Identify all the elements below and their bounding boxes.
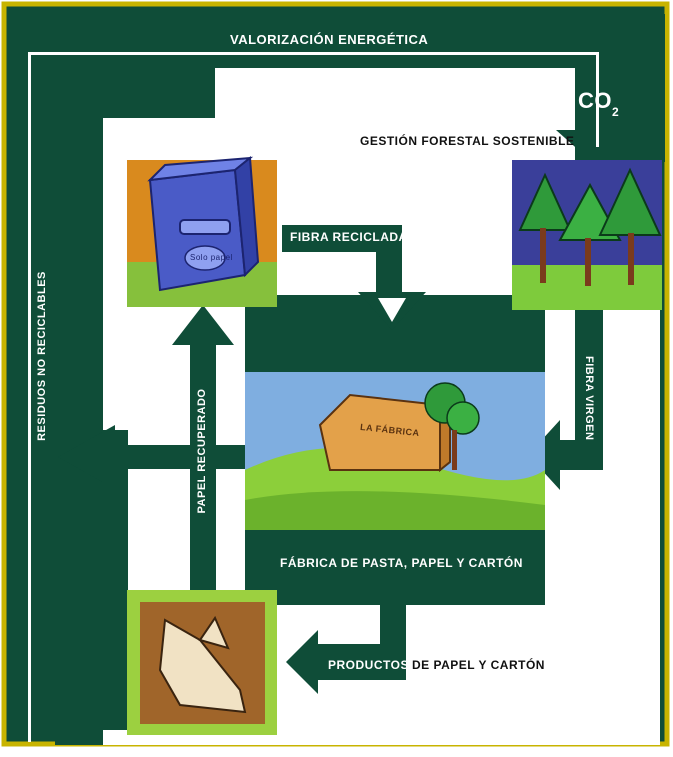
residuos-label: RESIDUOS NO RECICLABLES <box>36 271 48 441</box>
upper-green-left <box>55 68 103 745</box>
fibra-virgen-label: FIBRA VIRGEN <box>583 356 595 441</box>
bin-note: Solo papel <box>190 253 233 262</box>
co2-main: CO <box>578 88 612 113</box>
co2-arrow <box>556 14 628 162</box>
paper-bird-image <box>127 590 277 735</box>
recycling-bin-image <box>127 156 277 307</box>
productos-label-rest: DE PAPEL Y CARTÓN <box>412 658 545 672</box>
factory-image <box>245 372 545 530</box>
papel-recuperado-arrow <box>172 305 234 590</box>
productos-label: PRODUCTOS <box>328 658 409 672</box>
fabrica-label: FÁBRICA DE PASTA, PAPEL Y CARTÓN <box>280 556 523 570</box>
gestion-label: GESTIÓN FORESTAL SOSTENIBLE <box>360 134 575 148</box>
fibra-reciclada-label: FIBRA RECICLADA <box>290 230 408 244</box>
forest-image <box>512 160 662 310</box>
valorizacion-label: VALORIZACIÓN ENERGÉTICA <box>230 32 429 47</box>
productos-label-bg <box>318 644 406 680</box>
co2-label: CO2 <box>578 88 619 119</box>
papel-recuperado-label: PAPEL RECUPERADO <box>196 388 208 514</box>
right-white-line <box>596 52 599 147</box>
fibra-virgen-arrow <box>528 420 603 490</box>
left-white-line <box>28 52 31 742</box>
co2-subscript: 2 <box>612 105 620 119</box>
top-white-line <box>28 52 598 55</box>
fibra-reciclada-arrow-tip <box>378 298 406 322</box>
